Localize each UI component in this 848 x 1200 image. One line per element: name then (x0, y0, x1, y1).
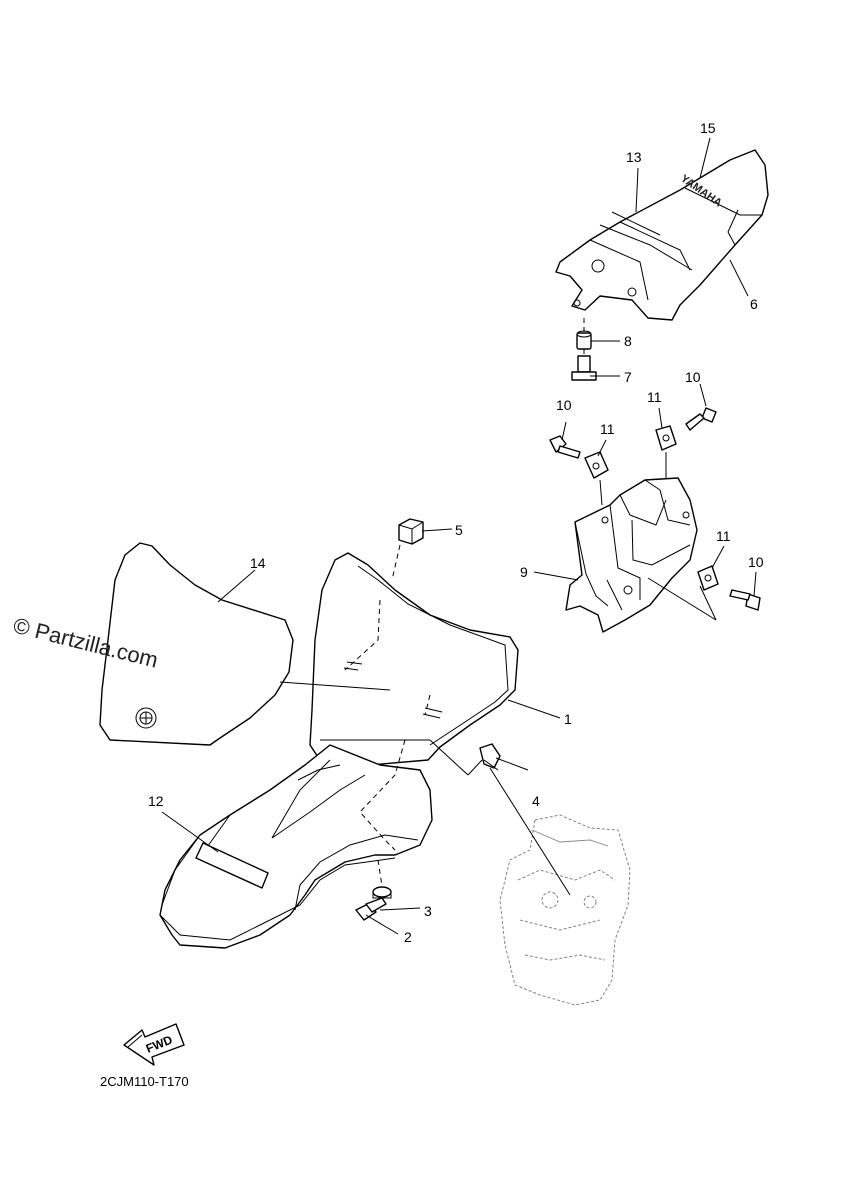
collar-8 (576, 330, 592, 350)
callout-5: 5 (455, 522, 463, 538)
callout-7: 7 (624, 369, 632, 385)
bolt-7 (571, 355, 597, 381)
callout-10-left: 10 (556, 397, 572, 413)
callout-8: 8 (624, 333, 632, 349)
frame-ghost (499, 814, 631, 1006)
bolt-10-upper-right (685, 407, 717, 431)
callout-3: 3 (424, 903, 432, 919)
nut-11-left (584, 451, 609, 479)
callout-11-left: 11 (600, 421, 615, 437)
bolt-2 (355, 897, 387, 921)
callout-2: 2 (404, 929, 412, 945)
nut-11-lower (697, 565, 719, 591)
fwd-arrow-icon: FWD (123, 1023, 185, 1066)
seat-bracket (565, 477, 698, 633)
drawing-code: 2CJM110-T170 (100, 1074, 189, 1089)
callout-15: 15 (700, 120, 716, 136)
callout-1: 1 (564, 711, 572, 727)
number-plate-decal (99, 542, 294, 746)
seat-assembly: YAMAHA (555, 149, 769, 321)
collar-3 (372, 886, 392, 899)
callout-12: 12 (148, 793, 164, 809)
callout-11-lower: 11 (716, 528, 731, 544)
callout-10-right: 10 (685, 369, 701, 385)
callout-10-lower: 10 (748, 554, 764, 570)
front-cowl (309, 552, 519, 769)
callout-11-right: 11 (647, 389, 662, 405)
bolt-10-lower (729, 589, 761, 611)
damper-5 (398, 518, 424, 545)
callout-4: 4 (532, 793, 540, 809)
callout-9: 9 (520, 564, 528, 580)
callouts: 1 2 3 4 5 6 7 8 9 10 10 10 11 11 11 12 1… (148, 120, 764, 945)
callout-14: 14 (250, 555, 266, 571)
bolt-10-upper-left (549, 435, 581, 459)
front-fender (159, 739, 433, 949)
clip-4 (479, 743, 501, 771)
leader-lines (161, 137, 757, 935)
nut-11-right (655, 425, 677, 451)
callout-6: 6 (750, 296, 758, 312)
callout-13: 13 (626, 149, 642, 165)
